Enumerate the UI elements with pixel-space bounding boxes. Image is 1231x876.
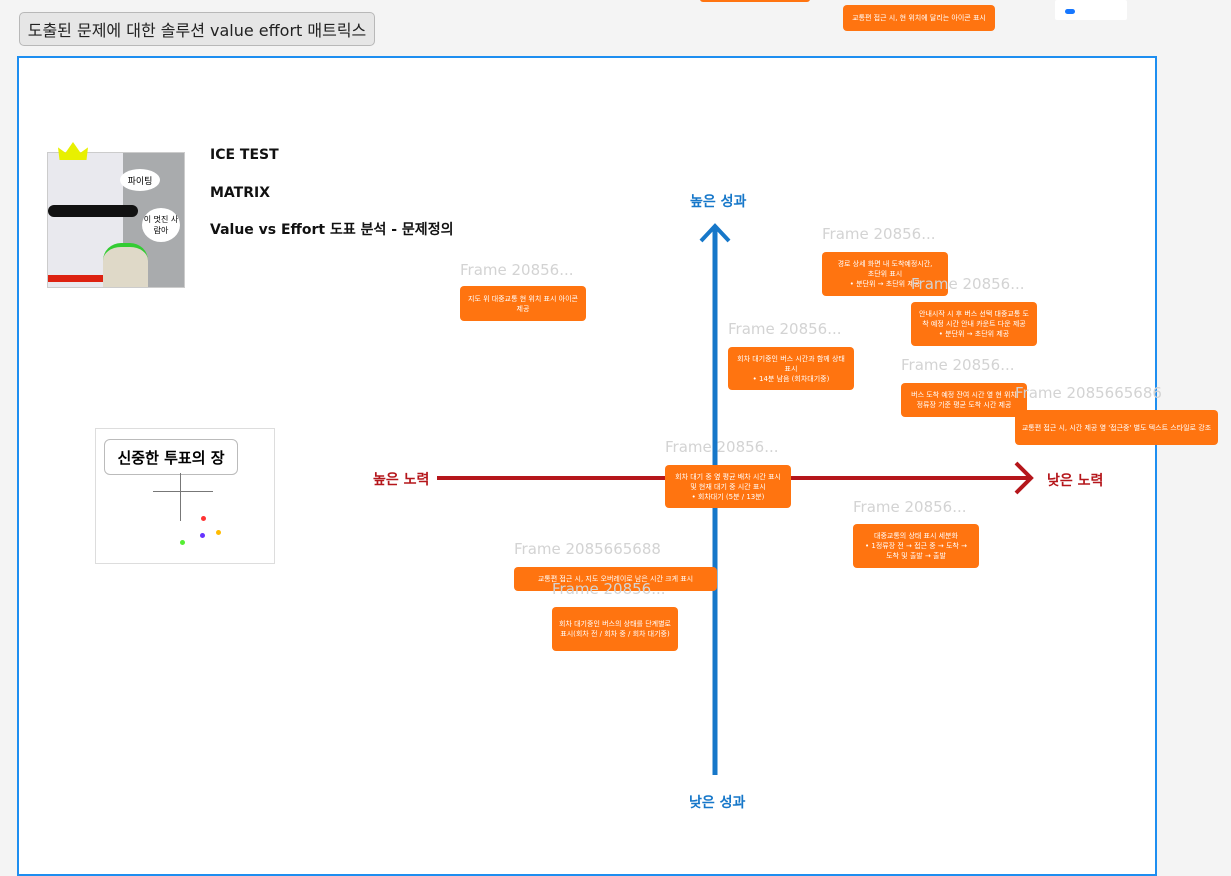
card-text: 회차 대기중인 버스의 상태를 단계별로 표시(회차 전 / 회차 중 / 회차…: [559, 620, 671, 638]
card-text: • 분단위 → 초단위 제공: [849, 280, 921, 288]
frame-label[interactable]: Frame 20856...: [822, 225, 936, 243]
vote-dot: [180, 540, 185, 545]
axis-label-low-effort: 낮은 노력: [1047, 473, 1104, 489]
frame-label[interactable]: Frame 20856...: [911, 275, 1025, 293]
scarf: [48, 275, 133, 282]
card-text: 교통편 접근 시, 지도 오버레이로 남은 시간 크게 표시: [537, 575, 694, 583]
frame-label[interactable]: Frame 20856...: [552, 580, 666, 598]
solution-card[interactable]: 버스 도착 예정 잔여 시간 옆 현 위치 정류장 기준 평균 도착 시간 제공: [901, 383, 1027, 417]
solution-card[interactable]: 지도 위 대중교통 현 위치 표시 아이콘 제공: [460, 286, 586, 321]
card-text: 버스 도착 예정 잔여 시간 옆 현 위치 정류장 기준 평균 도착 시간 제공: [911, 391, 1017, 409]
value-arrow-icon: [699, 223, 731, 243]
mini-axis-h: [153, 491, 213, 492]
card-text: • 14분 남음 (회차대기중): [752, 374, 830, 383]
vote-dot: [201, 516, 206, 521]
mini-toggle-icon: [1065, 9, 1075, 14]
card-text: 안내시작 시 후 버스 선택 대중교통 도착 예정 시간 안내 카운트 다운 제…: [919, 310, 1029, 328]
frame-label[interactable]: Frame 2085665688: [514, 540, 661, 558]
frame-label[interactable]: Frame 20856...: [728, 320, 842, 338]
speech-bubble: 파이팅: [120, 169, 160, 191]
solution-card[interactable]: 교통편 접근 시, 지도 오버레이로 남은 시간 크게 표시: [514, 567, 717, 591]
intro-line-2: MATRIX: [210, 185, 271, 201]
vote-dot: [200, 533, 205, 538]
solution-card[interactable]: 회차 대기 중 옆 평균 배차 시간 표시 및 현재 대기 중 시간 표시• 회…: [665, 465, 791, 508]
axis-label-high-effort: 높은 노력: [373, 472, 430, 488]
small-mascot: [103, 243, 148, 287]
card-text: 초단위 표시: [867, 270, 903, 278]
mascot-image: 파이팅 이 멋진 사람아: [47, 152, 185, 288]
card-text: • 1정류장 전 → 접근 중 → 도착 →: [865, 542, 967, 550]
sunglasses-icon: [48, 205, 138, 217]
top-card[interactable]: 교통편 접근 시, 현 위치에 달리는 아이콘 표시: [843, 5, 995, 31]
vote-thumbnail[interactable]: 신중한 투표의 장: [95, 428, 275, 564]
solution-card[interactable]: 경로 상세 화면 내 도착예정시간, 초단위 표시 • 분단위 → 초단위 제공: [822, 252, 948, 296]
mini-axis-v: [180, 473, 181, 521]
section-title[interactable]: 도출된 문제에 대한 솔루션 value effort 매트릭스: [19, 12, 375, 46]
solution-card[interactable]: 회차 대기중인 버스의 상태를 단계별로 표시(회차 전 / 회차 중 / 회차…: [552, 607, 678, 651]
axis-label-high-value: 높은 성과: [690, 194, 747, 210]
intro-line-1: ICE TEST: [210, 147, 279, 163]
frame-label[interactable]: Frame 20856...: [901, 356, 1015, 374]
card-text: 교통편 접근 시, 현 위치에 달리는 아이콘 표시: [852, 14, 986, 22]
solution-card[interactable]: 회차 대기중인 버스 시간과 함께 상태 표시• 14분 남음 (회차대기중): [728, 347, 854, 390]
mini-widget[interactable]: [1055, 0, 1127, 20]
solution-card[interactable]: 대중교통의 상태 표시 세분화 • 1정류장 전 → 접근 중 → 도착 → 도착 …: [853, 524, 979, 568]
card-text: 도착 및 출발 → 출발: [886, 552, 946, 560]
card-text: 지도 위 대중교통 현 위치 표시 아이콘 제공: [468, 294, 578, 313]
vote-dot: [216, 530, 221, 535]
card-text: 회차 대기 중 옆 평균 배차 시간 표시 및 현재 대기 중 시간 표시: [675, 472, 781, 491]
card-text: 교통편 접근 시, 시간 제공 옆 '접근중' 별도 텍스트 스타일로 강조: [1021, 423, 1212, 432]
intro-line-3: Value vs Effort 도표 분석 - 문제정의: [210, 222, 454, 238]
speech-bubble: 이 멋진 사람아: [142, 208, 180, 242]
vote-title: 신중한 투표의 장: [104, 439, 238, 475]
card-text: 경로 상세 화면 내 도착예정시간,: [837, 260, 933, 268]
frame-label[interactable]: Frame 20856...: [460, 261, 574, 279]
solution-card[interactable]: 안내시작 시 후 버스 선택 대중교통 도착 예정 시간 안내 카운트 다운 제…: [911, 302, 1037, 346]
card-text: • 분단위 → 초단위 제공: [938, 330, 1010, 338]
frame-label[interactable]: Frame 2085665686: [1015, 384, 1162, 402]
solution-card[interactable]: 교통편 접근 시, 시간 제공 옆 '접근중' 별도 텍스트 스타일로 강조: [1015, 410, 1218, 445]
axis-label-low-value: 낮은 성과: [689, 795, 746, 811]
frame-label[interactable]: Frame 20856...: [853, 498, 967, 516]
card-text: • 회차대기 (5분 / 13분): [691, 492, 765, 501]
card-text: 회차 대기중인 버스 시간과 함께 상태 표시: [737, 354, 845, 373]
effort-arrow-icon: [1014, 461, 1034, 495]
frame-label[interactable]: Frame 20856...: [665, 438, 779, 456]
card-text: 대중교통의 상태 표시 세분화: [874, 532, 958, 540]
partial-card[interactable]: [700, 0, 810, 2]
